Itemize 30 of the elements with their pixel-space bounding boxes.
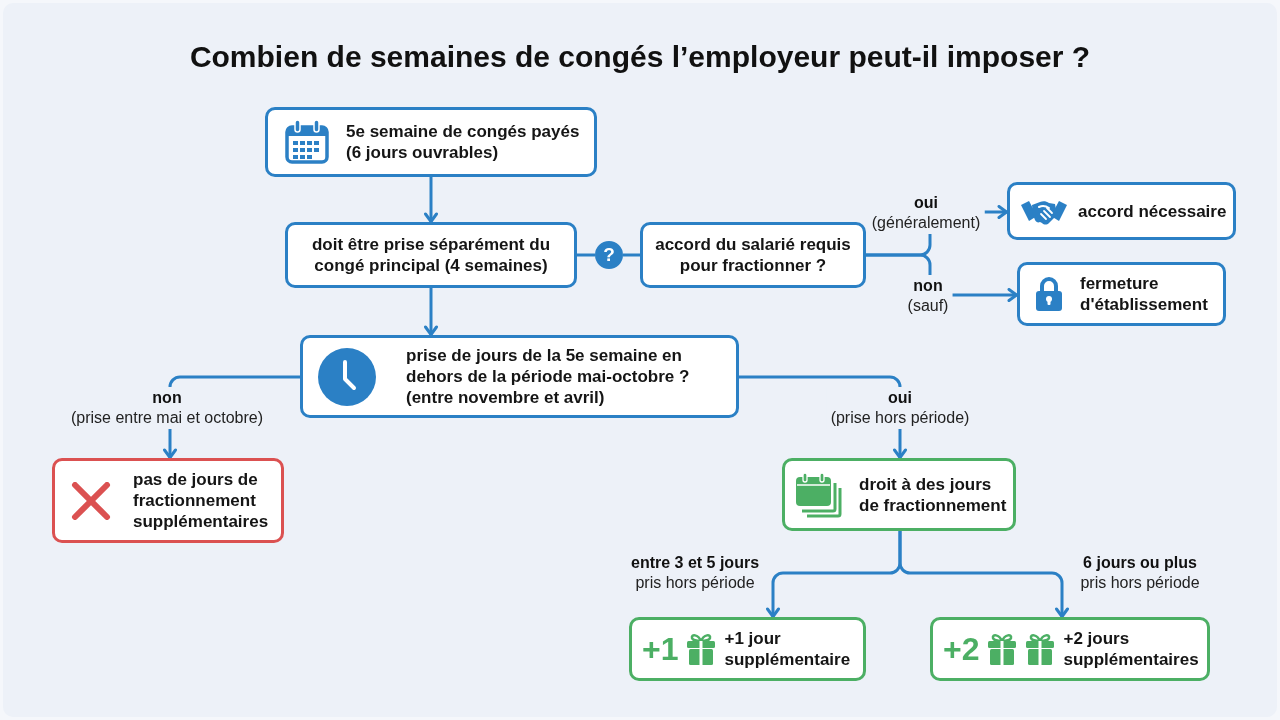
outcome-box (1017, 262, 1226, 326)
bonus-count: +2 (943, 631, 980, 667)
outcome-box (52, 458, 284, 543)
node-text: fermeture d'établissement (1080, 273, 1209, 315)
node-text: pas de jours de fractionnement supplémentaires (133, 469, 270, 532)
bonus-count: +1 (642, 631, 679, 667)
node-text: 5e semaine de congés payés (6 jours ouvrables) (346, 121, 581, 163)
node-text: accord nécessaire (1078, 200, 1227, 222)
node-text: droit à des jours de fractionnement (859, 473, 1008, 516)
question-box (640, 222, 866, 288)
question-box (300, 335, 739, 418)
node-text: +2 jours supplémentaires (1063, 628, 1200, 670)
bonus-box (629, 617, 866, 681)
connector-line (577, 253, 595, 257)
outcome-box (1007, 182, 1236, 240)
step-box (285, 222, 577, 288)
node-text: accord du salarié requis pour fractionner ? (654, 234, 852, 276)
title: Combien de semaines de congés l’employeur peut-il imposer ? (189, 39, 1091, 75)
arrow (424, 177, 438, 223)
connector-line (623, 253, 640, 257)
step-box (265, 107, 597, 177)
bonus-box (930, 617, 1210, 681)
outcome-box (782, 458, 1016, 531)
arrow (898, 531, 1069, 618)
question-mark: ? (603, 245, 615, 265)
node-text: (entre novembre et avril) (406, 387, 606, 408)
node-text: prise de jours de la 5e semaine en dehors de la période mai-octobre ? (406, 345, 691, 387)
arrow (424, 288, 438, 336)
node-text: doit être prise séparément du congé principal (4 semaines) (310, 234, 552, 276)
node-text: +1 jour supplémentaire (724, 628, 852, 670)
